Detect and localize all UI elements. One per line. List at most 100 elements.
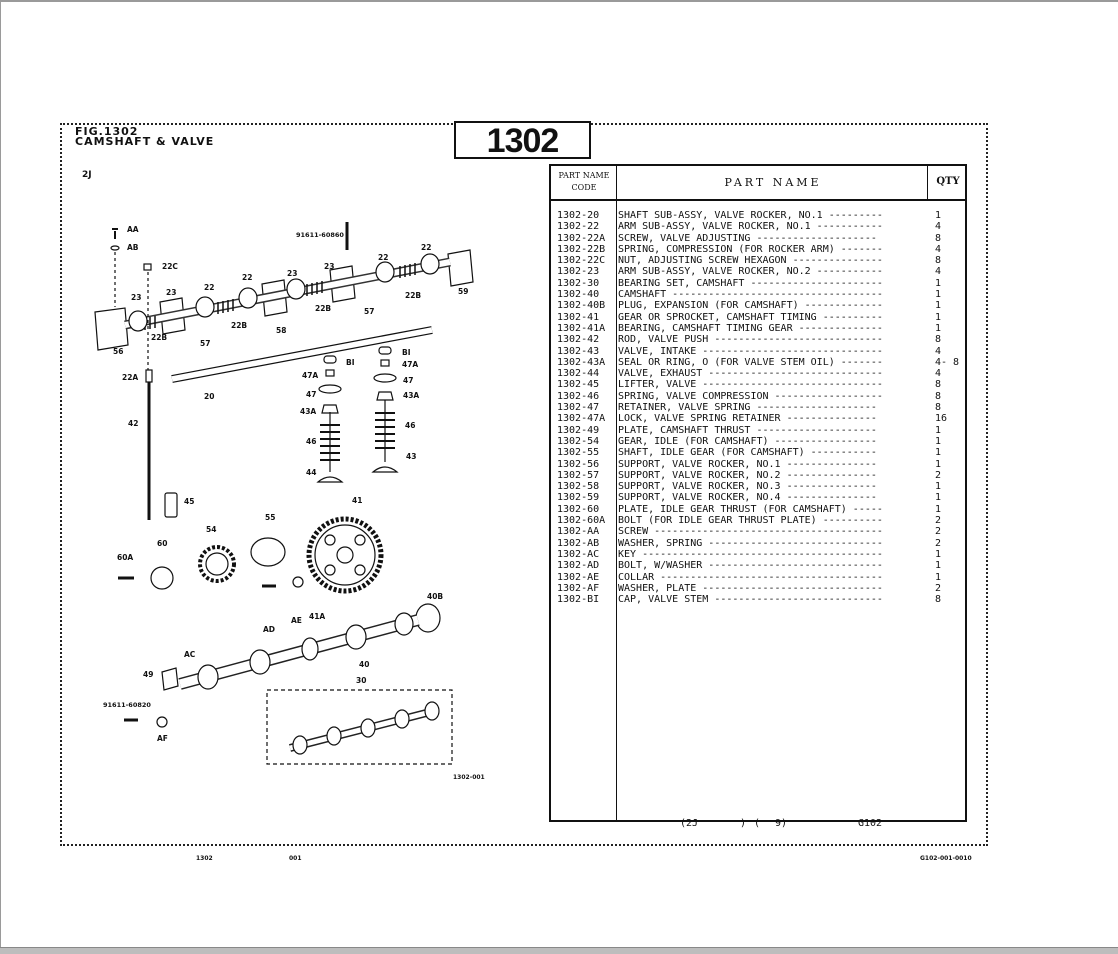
callout: 22C [162,262,178,271]
part-name: ROD, VALVE PUSH ------------------------… [618,334,883,346]
part-code: 1302-40 [557,289,600,301]
part-qty: 8 [935,402,942,414]
part-code: 1302-54 [557,435,600,447]
callout: 41 [352,496,363,505]
callout: AA [127,225,139,234]
part-qty: 2 [935,469,942,481]
header-code: PART NAME CODE [558,171,610,192]
part-code: 1302-47 [557,402,600,414]
model-code: 2J [82,170,92,180]
part-qty: 1 [935,289,942,301]
callout: AE [291,616,302,625]
part-qty: 4 [935,266,942,278]
part-name: VALVE, EXHAUST -------------------------… [618,368,883,380]
part-code: 1302-56 [557,458,600,470]
part-name: ARM SUB-ASSY, VALVE ROCKER, NO.1 -------… [618,221,883,233]
callout: 60 [157,539,168,548]
part-name: GEAR OR SPROCKET, CAMSHAFT TIMING ------… [618,311,883,323]
part-code: 1302-49 [557,424,600,436]
figure-label: FIG.1302 [75,125,139,138]
callout: 47 [306,390,317,399]
part-name: SPRING, VALVE COMPRESSION --------------… [618,390,883,402]
callout: AB [127,243,139,252]
part-qty: 8 [935,379,942,391]
part-qty: 1 [935,447,942,459]
part-qty: 1 [935,548,942,560]
part-code: 1302-22 [557,221,600,233]
callout: BI [346,358,355,367]
part-qty: 8 [935,232,942,244]
part-name: COLLAR ---------------------------------… [618,571,883,583]
callout: 22 [242,273,253,282]
callout: 23 [324,262,335,271]
part-qty: 1 [935,560,942,572]
part-qty: 1 [935,210,942,221]
part-qty: 2 [935,515,942,527]
callout: 43A [300,407,317,416]
part-qty: 1 [935,571,942,583]
callout: 58 [276,326,287,335]
callout: 57 [364,307,375,316]
page-footer-fig: 1302 [196,855,213,862]
part-name: RETAINER, VALVE SPRING -----------------… [618,402,877,414]
part-name: LOCK, VALVE SPRING RETAINER ------------… [618,413,877,425]
part-qty: 4- 8 [935,356,960,368]
callout: 91611-60860 [296,231,344,239]
footer-model: (2J [680,818,699,829]
part-name: SUPPORT, VALVE ROCKER, NO.2 ------------… [618,469,877,481]
callout: 47 [403,376,414,385]
callout: 22B [315,304,332,313]
callout: 60A [117,553,134,562]
part-name: KEY ------------------------------------… [618,548,883,560]
callout: 43A [403,391,420,400]
part-qty: 4 [935,345,942,357]
part-code: 1302-41A [557,322,606,334]
part-name: BOLT, W/WASHER -------------------------… [618,560,883,572]
valve-right [371,346,399,473]
part-qty: 4 [935,368,942,380]
part-code: 1302-43 [557,345,600,357]
table-row: 1302-43 VALVE, INTAKE -------------------… [551,346,965,357]
part-code: 1302-57 [557,469,600,481]
callout: 22A [122,373,139,382]
part-name: SCREW, VALVE ADJUSTING -----------------… [618,232,877,244]
callout: 41A [309,612,326,621]
column-divider [927,166,928,201]
part-qty: 8 [935,390,942,402]
part-code: 1302-22B [557,243,606,255]
part-name: WASHER, SPRING -------------------------… [618,537,883,549]
diagram-ref: 1302-001 [453,774,485,781]
part-code: 1302-22A [557,232,606,244]
part-code: 1302-AE [557,571,600,583]
part-name: SUPPORT, VALVE ROCKER, NO.3 ------------… [618,481,877,493]
part-qty: 1 [935,311,942,323]
callout: 47A [302,371,319,380]
callout: 91611-60820 [103,701,151,709]
part-qty: 1 [935,322,942,334]
callout: 54 [206,525,217,534]
callout: 43 [406,452,417,461]
part-name: VALVE, INTAKE --------------------------… [618,345,883,357]
part-code: 1302-23 [557,266,600,278]
callout: 22B [231,321,248,330]
part-qty: 2 [935,526,942,538]
callout: 22B [405,291,422,300]
